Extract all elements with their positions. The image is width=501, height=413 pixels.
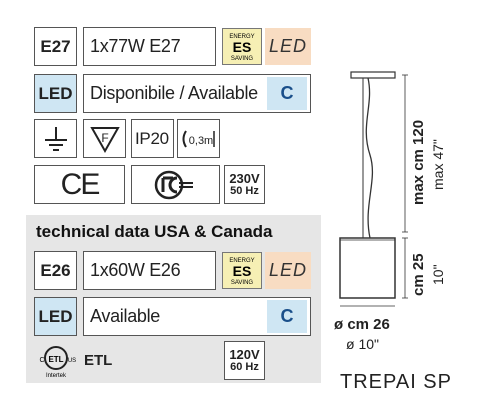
height-in-label: max 47" [430,139,446,190]
diameter-in-label: ø 10" [346,336,379,352]
bulb-spec-eu: 1x77W E27 [83,27,216,66]
ip-rating: IP20 [131,119,174,158]
ce-mark-box: CE [34,165,125,204]
led-badge-usa: LED [265,252,311,289]
model-name: TREPAI SP [340,371,452,393]
shade-height-in-label: 10" [430,264,446,285]
energy-saving-badge-usa: ENERGY ES SAVING [222,252,262,289]
f-mark-triangle-icon: F [83,119,126,158]
usa-section-title: technical data USA & Canada [36,222,273,241]
voltage-value-eu: 230V [229,170,260,186]
ground-symbol-icon [34,119,77,158]
gost-certification-box [131,165,220,204]
voltage-usa: 120V 60 Hz [224,341,265,380]
energy-saving-badge-eu: ENERGY ES SAVING [222,28,262,65]
svg-text:F: F [101,131,108,145]
frequency-value-usa: 60 Hz [230,360,259,373]
svg-text:SAVING: SAVING [231,56,254,62]
svg-text:ETL: ETL [48,355,63,364]
bulb-spec-usa: 1x60W E26 [83,251,216,290]
etl-certification-logo: C ETL US Intertek [34,343,79,380]
svg-text:Intertek: Intertek [46,373,67,379]
led-label-eu: LED [34,74,77,113]
svg-text:US: US [68,358,76,364]
shade-height-cm-label: cm 25 [410,253,427,296]
etl-label: ETL [84,352,113,369]
socket-code-usa: E26 [34,251,77,290]
svg-text:SAVING: SAVING [231,280,254,286]
svg-text:ENERGY: ENERGY [229,34,254,40]
svg-text:C: C [39,357,44,364]
height-cm-label: max cm 120 [410,119,427,205]
socket-code-eu: E27 [34,27,77,66]
led-badge-eu: LED [265,28,311,65]
voltage-eu: 230V 50 Hz [224,165,265,204]
led-label-usa: LED [34,297,77,336]
pendant-lamp-drawing [339,71,408,307]
voltage-value-usa: 120V [229,346,260,362]
svg-text:ES: ES [233,39,252,55]
distance-symbol-icon: 0,3m [177,119,220,158]
svg-text:ENERGY: ENERGY [229,258,254,264]
svg-text:0,3m: 0,3m [188,135,212,147]
availability-code-usa: C [267,300,307,333]
svg-text:ES: ES [233,263,252,279]
gost-certification-icon [154,170,193,199]
ce-mark: CE [60,167,101,201]
availability-code-eu: C [267,77,307,110]
diameter-cm-label: ø cm 26 [334,316,390,333]
frequency-value-eu: 50 Hz [230,184,259,197]
